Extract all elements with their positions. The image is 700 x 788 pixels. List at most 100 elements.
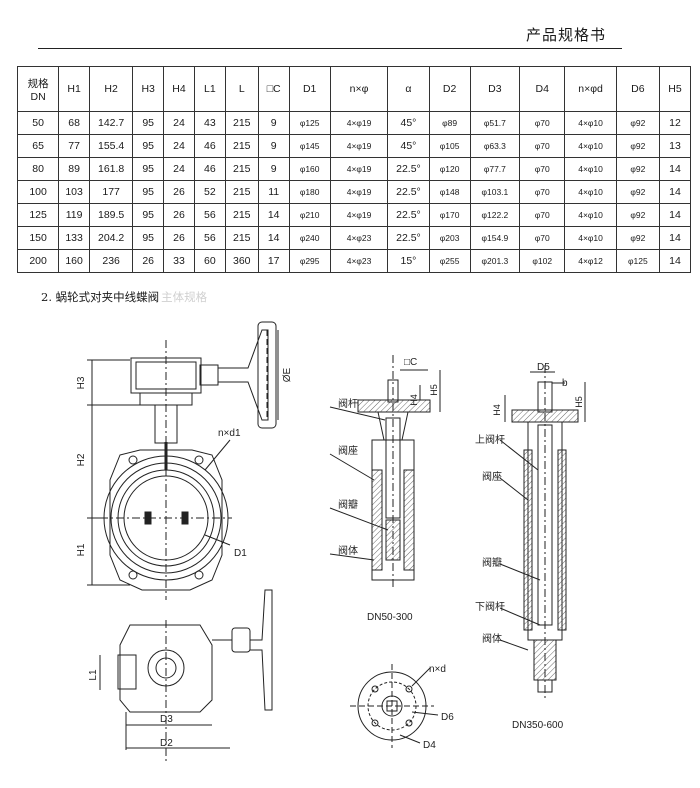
spec-cell: 95 xyxy=(132,180,165,204)
spec-cell: 4×φ10 xyxy=(564,180,617,204)
column-header: H2 xyxy=(89,66,134,112)
spec-cell: 4×φ10 xyxy=(564,111,617,135)
leader-line xyxy=(329,406,386,421)
spec-cell: 177 xyxy=(89,180,134,204)
seat-right xyxy=(403,469,415,571)
spec-cell: 14 xyxy=(257,203,290,227)
spec-cell: 215 xyxy=(224,111,259,135)
handwheel-arm xyxy=(217,329,269,421)
spec-cell: 22.5° xyxy=(387,157,430,181)
spec-cell: φ103.1 xyxy=(469,180,521,204)
column-header: H1 xyxy=(58,66,91,112)
spec-cell: φ92 xyxy=(615,134,661,158)
spec-cell: 215 xyxy=(224,180,259,204)
leader-line xyxy=(204,534,231,546)
label-h4-right: H4 xyxy=(492,404,502,416)
spec-cell: 46 xyxy=(193,134,226,158)
leader-line xyxy=(499,477,529,501)
stem-top xyxy=(387,379,399,403)
leader-line xyxy=(329,553,375,561)
label-d4: D4 xyxy=(423,740,436,751)
spec-cell: φ125 xyxy=(615,249,661,273)
spec-cell: φ125 xyxy=(288,111,331,135)
spec-cell: 4×φ19 xyxy=(329,134,389,158)
spec-cell: 4×φ19 xyxy=(329,157,389,181)
label-h5-right: H5 xyxy=(574,396,584,408)
leader-line xyxy=(499,563,541,581)
caption-dn350-600: DN350-600 xyxy=(512,720,564,731)
label-disc: 阀瓣 xyxy=(338,498,358,511)
dn-cell: 65 xyxy=(16,134,60,158)
dn-cell: 50 xyxy=(16,111,60,135)
column-header: L xyxy=(224,66,259,112)
column-header: H3 xyxy=(132,66,165,112)
spec-cell: φ70 xyxy=(519,157,566,181)
spec-cell: 4×φ23 xyxy=(329,226,389,250)
spec-cell: 103 xyxy=(58,180,91,204)
label-h1: H1 xyxy=(76,543,87,556)
section-title-text: 2. 蜗轮式对夹中线蝶阀 xyxy=(41,290,160,304)
spec-cell: 204.2 xyxy=(89,226,134,250)
label-b: b xyxy=(562,378,568,389)
leader-line xyxy=(399,734,421,744)
spec-cell: 133 xyxy=(58,226,91,250)
spec-cell: φ120 xyxy=(428,157,471,181)
spec-cell: 95 xyxy=(132,203,165,227)
right-bottom-plug xyxy=(537,679,553,693)
bolt-hole xyxy=(128,455,138,465)
right-stem xyxy=(537,424,553,626)
label-body-right: 阀体 xyxy=(482,632,502,645)
dn-cell: 80 xyxy=(16,157,60,181)
label-h5-mid: H5 xyxy=(429,384,439,396)
label-phi-e: ØE xyxy=(282,367,293,382)
column-header: □C xyxy=(257,66,290,112)
spec-cell: φ160 xyxy=(288,157,331,181)
spec-cell: 45° xyxy=(387,134,430,158)
right-stem-top xyxy=(537,381,553,413)
spec-cell: φ70 xyxy=(519,203,566,227)
spec-cell: φ105 xyxy=(428,134,471,158)
spec-cell: 215 xyxy=(224,226,259,250)
leader-line xyxy=(329,507,389,531)
spec-cell: φ102 xyxy=(519,249,566,273)
top-view-flange xyxy=(117,654,137,690)
spec-cell: φ63.3 xyxy=(469,134,521,158)
disc-mark-left xyxy=(144,511,152,525)
label-l1: L1 xyxy=(88,669,99,681)
spec-cell: 14 xyxy=(659,180,691,204)
seat-left xyxy=(371,469,383,571)
label-h2: H2 xyxy=(76,453,87,466)
label-d2: D2 xyxy=(160,738,173,749)
spec-cell: φ51.7 xyxy=(469,111,521,135)
spec-cell: φ180 xyxy=(288,180,331,204)
spec-cell: φ145 xyxy=(288,134,331,158)
spec-cell: 17 xyxy=(257,249,290,273)
leader-line xyxy=(204,439,231,471)
section-title: 2. 蜗轮式对夹中线蝶阀主体规格 xyxy=(41,289,207,305)
spec-cell: φ70 xyxy=(519,180,566,204)
spec-cell: 14 xyxy=(659,157,691,181)
column-header: n×φ xyxy=(329,66,389,112)
spec-cell: 77 xyxy=(58,134,91,158)
dn-cell: 125 xyxy=(16,203,60,227)
column-header: L1 xyxy=(193,66,226,112)
spec-cell: φ201.3 xyxy=(469,249,521,273)
spec-cell: 14 xyxy=(257,226,290,250)
right-section-view: D5 b H4 H5 上阀杆 阀座 阀瓣 下阀杆 阀体 DN350-600 xyxy=(475,362,586,731)
spec-cell: φ70 xyxy=(519,226,566,250)
spec-cell: 22.5° xyxy=(387,226,430,250)
spec-cell: φ92 xyxy=(615,157,661,181)
spec-cell: 60 xyxy=(193,249,226,273)
caption-dn50-300: DN50-300 xyxy=(367,612,413,623)
label-d1: D1 xyxy=(234,548,247,559)
spec-cell: φ154.9 xyxy=(469,226,521,250)
spec-cell: φ89 xyxy=(428,111,471,135)
middle-section-view: □C H4 H5 阀杆 阀座 阀瓣 阀体 DN50-300 xyxy=(329,355,441,623)
spec-cell: 95 xyxy=(132,226,165,250)
spec-cell: 56 xyxy=(193,203,226,227)
top-view-handwheel xyxy=(250,589,273,711)
spec-cell: 215 xyxy=(224,134,259,158)
spec-cell: 52 xyxy=(193,180,226,204)
